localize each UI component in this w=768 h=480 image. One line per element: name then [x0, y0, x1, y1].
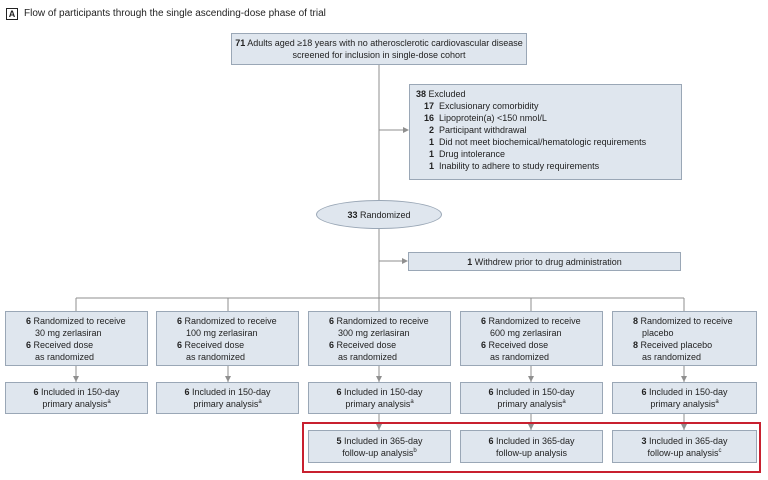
screened-text: Adults aged ≥18 years with no atheroscle…	[247, 38, 523, 60]
arm-randomization-box: 6 Randomized to receive 300 mg zerlasira…	[308, 311, 451, 366]
primary-analysis-box: 6 Included in 150-day primary analysisa	[612, 382, 757, 414]
randomized-node: 33 Randomized	[316, 200, 442, 229]
screened-count: 71	[235, 38, 246, 48]
arm-randomization-box: 6 Randomized to receive 100 mg zerlasira…	[156, 311, 299, 366]
withdrew-box: 1 Withdrew prior to drug administration	[408, 252, 681, 271]
followup-highlight-frame	[302, 422, 761, 473]
primary-analysis-box: 6 Included in 150-day primary analysisa	[308, 382, 451, 414]
followup-analysis-box: 3 Included in 365-day follow-up analysis…	[612, 430, 757, 463]
primary-analysis-box: 6 Included in 150-day primary analysisa	[5, 382, 148, 414]
figure-title: Flow of participants through the single …	[24, 8, 326, 19]
panel-label: A	[6, 8, 18, 20]
arm-randomization-box: 6 Randomized to receive 600 mg zerlasira…	[460, 311, 603, 366]
arm-randomization-box: 6 Randomized to receive 30 mg zerlasiran…	[5, 311, 148, 366]
screened-box: 71 Adults aged ≥18 years with no atheros…	[231, 33, 527, 65]
excluded-count: 38	[416, 89, 427, 99]
randomized-count: 33	[347, 209, 358, 220]
randomized-label: Randomized	[360, 209, 411, 220]
excluded-label: Excluded	[428, 89, 466, 99]
primary-analysis-box: 6 Included in 150-day primary analysisa	[156, 382, 299, 414]
followup-analysis-box: 5 Included in 365-day follow-up analysis…	[308, 430, 451, 463]
primary-analysis-box: 6 Included in 150-day primary analysisa	[460, 382, 603, 414]
arm-randomization-box: 8 Randomized to receive placebo 8 Receiv…	[612, 311, 757, 366]
excluded-header: 38 Excluded	[416, 88, 675, 100]
followup-analysis-box: 6 Included in 365-day follow-up analysis	[460, 430, 603, 463]
withdrew-text: Withdrew prior to drug administration	[474, 257, 622, 267]
withdrew-count: 1	[467, 257, 473, 267]
